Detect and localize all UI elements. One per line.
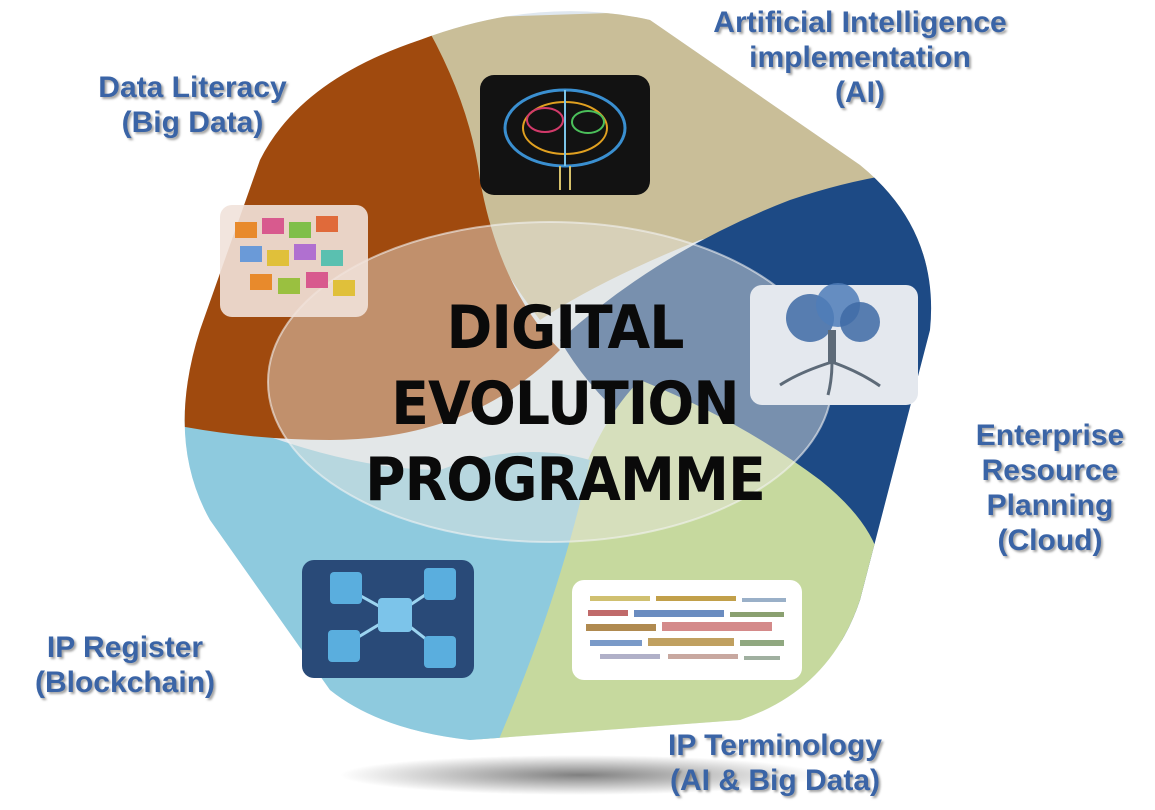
label-line: IP Terminology — [668, 729, 882, 762]
label-data-literacy: Data Literacy (Big Data) — [55, 70, 330, 140]
label-erp: Enterprise Resource Planning (Cloud) — [950, 418, 1150, 558]
label-line: Enterprise — [975, 419, 1125, 452]
label-line: (AI & Big Data) — [670, 764, 880, 797]
label-ip-register: IP Register (Blockchain) — [0, 630, 250, 700]
label-line: Resource — [981, 454, 1119, 487]
title-line-3: PROGRAMME — [365, 445, 766, 515]
label-line: IP Register — [46, 631, 204, 664]
label-line: (Big Data) — [121, 106, 264, 139]
title-line-2: EVOLUTION — [391, 369, 739, 439]
label-ai: Artificial Intelligence implementation (… — [660, 5, 1060, 110]
floor-shadow — [340, 755, 820, 795]
center-title: DIGITAL EVOLUTION PROGRAMME — [349, 290, 781, 518]
label-ip-terminology: IP Terminology (AI & Big Data) — [610, 728, 940, 798]
label-line: (AI) — [835, 76, 885, 109]
label-line: implementation — [749, 41, 971, 74]
label-line: (Blockchain) — [34, 666, 216, 699]
label-line: (Cloud) — [997, 524, 1103, 557]
folders-icon — [220, 205, 368, 317]
label-line: Data Literacy — [98, 71, 287, 104]
word-cloud-icon — [572, 580, 802, 680]
title-line-1: DIGITAL — [446, 293, 684, 363]
blockchain-cubes-icon — [302, 560, 474, 678]
brain-circuit-icon — [480, 75, 650, 195]
tree-icon — [750, 283, 918, 405]
label-line: Planning — [986, 489, 1114, 522]
label-line: Artificial Intelligence — [713, 6, 1007, 39]
